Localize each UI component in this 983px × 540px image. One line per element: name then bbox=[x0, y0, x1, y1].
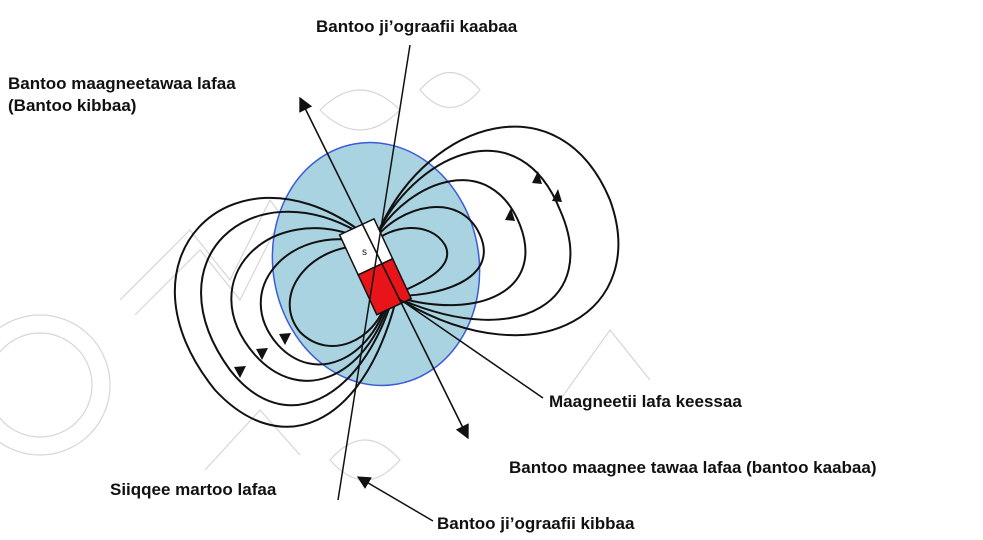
label-rotation-axis: Siiqqee martoo lafaa bbox=[110, 479, 276, 501]
label-earth-core-magnet: Maagneetii lafa keessaa bbox=[549, 391, 742, 413]
geo-south-pointer bbox=[358, 477, 433, 521]
magnet-s-pole-mark: s bbox=[362, 247, 367, 258]
label-magnetic-north: Bantoo maagnee tawaa lafaa (bantoo kaaba… bbox=[509, 457, 877, 479]
label-geographic-south: Bantoo ji’ograafii kibbaa bbox=[437, 513, 634, 535]
label-geographic-north: Bantoo ji’ograafii kaabaa bbox=[316, 16, 517, 38]
label-magnetic-south: Bantoo maagneetawaa lafaa (Bantoo kibbaa… bbox=[8, 73, 236, 117]
